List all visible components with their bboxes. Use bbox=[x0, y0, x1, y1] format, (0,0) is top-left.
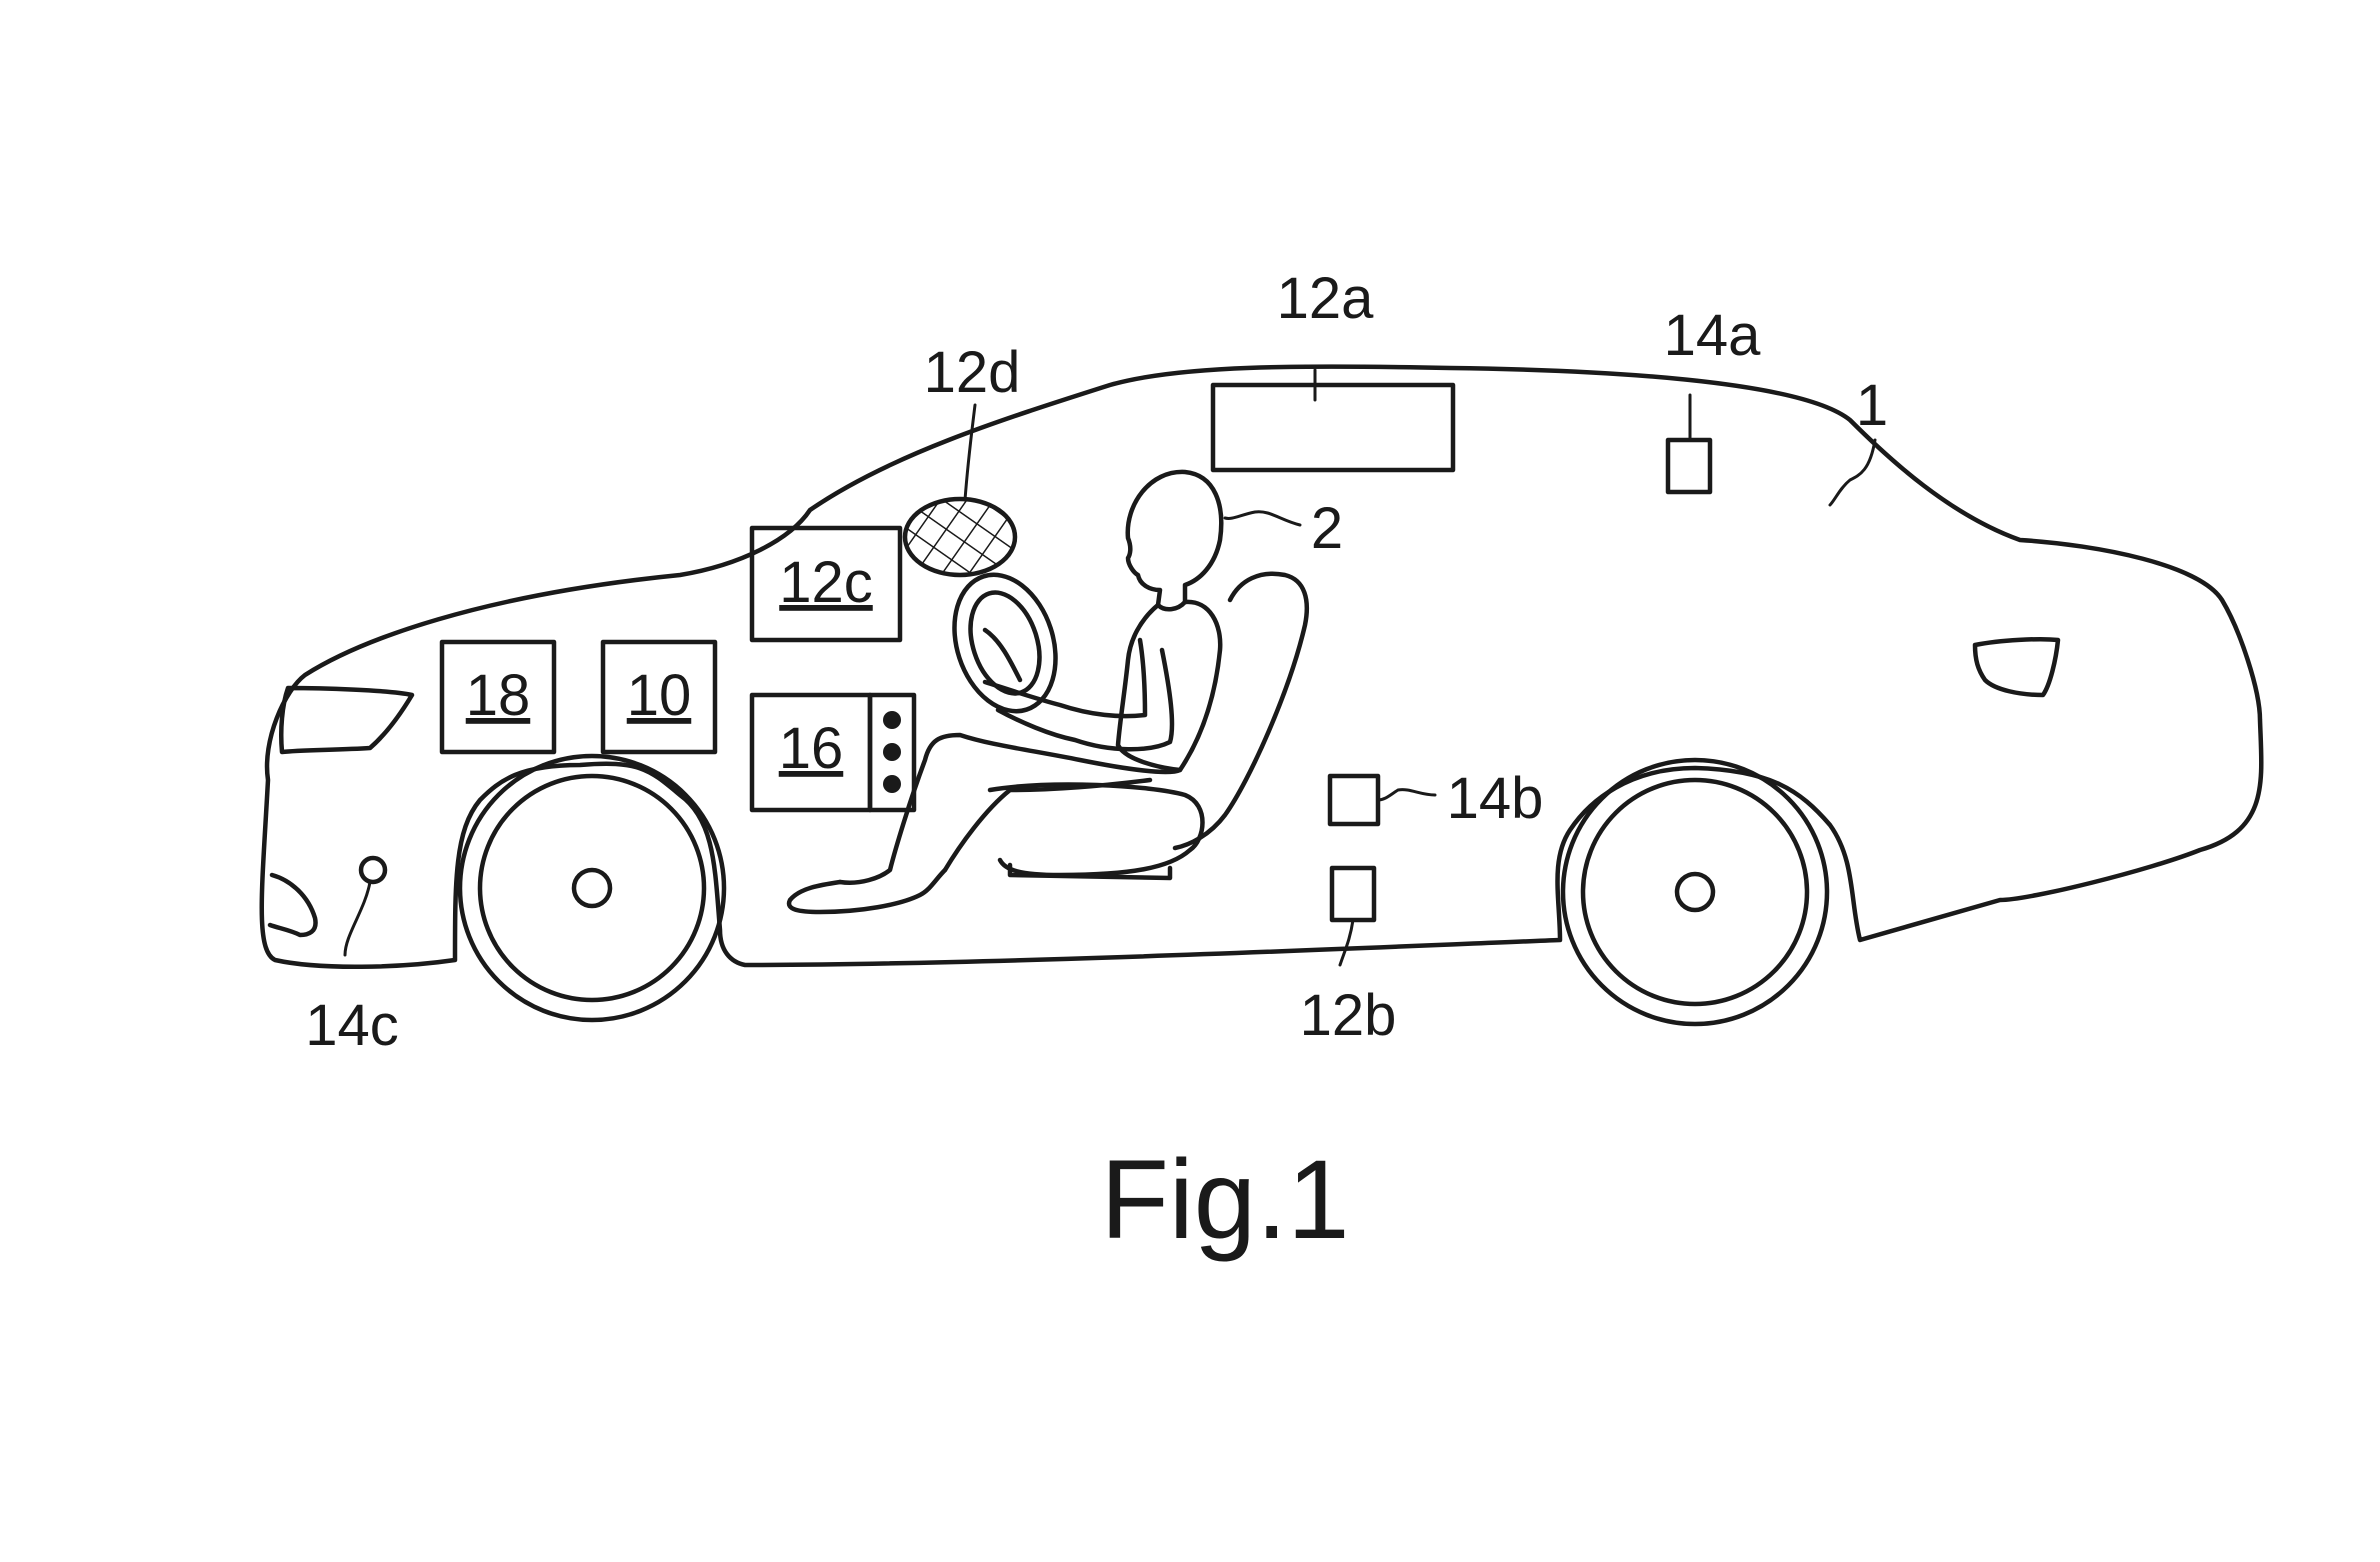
label-12b: 12b bbox=[1300, 983, 1397, 1048]
label-14c: 14c bbox=[305, 993, 399, 1058]
label-12d: 12d bbox=[924, 340, 1021, 405]
box-12c bbox=[749, 525, 903, 643]
front-headlight bbox=[279, 685, 415, 755]
seat bbox=[987, 571, 1310, 881]
box-12b bbox=[1329, 865, 1377, 923]
label-12c: 12c bbox=[779, 550, 873, 615]
occupant-figure bbox=[786, 469, 1224, 915]
label-14b: 14b bbox=[1447, 766, 1544, 831]
label-16: 16 bbox=[779, 716, 844, 781]
box-14b bbox=[1327, 773, 1381, 827]
rear-light bbox=[1972, 637, 2061, 698]
leader-lines bbox=[343, 368, 1877, 967]
label-12a: 12a bbox=[1277, 266, 1375, 331]
car-body-outline bbox=[259, 364, 2264, 969]
hatched-unit-12d bbox=[902, 496, 1018, 578]
figure-caption: Fig.1 bbox=[1101, 1137, 1350, 1262]
box-10 bbox=[600, 639, 718, 755]
steering-wheel bbox=[952, 572, 1058, 714]
sensor-14c bbox=[358, 855, 388, 885]
label-10: 10 bbox=[627, 663, 692, 728]
label-14a: 14a bbox=[1664, 303, 1762, 368]
front-fog-lamp bbox=[267, 872, 318, 938]
front-wheel bbox=[457, 753, 727, 1023]
label-18: 18 bbox=[466, 663, 531, 728]
label-2: 2 bbox=[1311, 496, 1343, 561]
box-12a bbox=[1210, 382, 1456, 473]
box-16-indicator-panel bbox=[867, 692, 917, 813]
box-14a bbox=[1665, 437, 1713, 495]
box-18 bbox=[439, 639, 557, 755]
rear-wheel bbox=[1560, 757, 1830, 1027]
label-1: 1 bbox=[1856, 373, 1888, 438]
